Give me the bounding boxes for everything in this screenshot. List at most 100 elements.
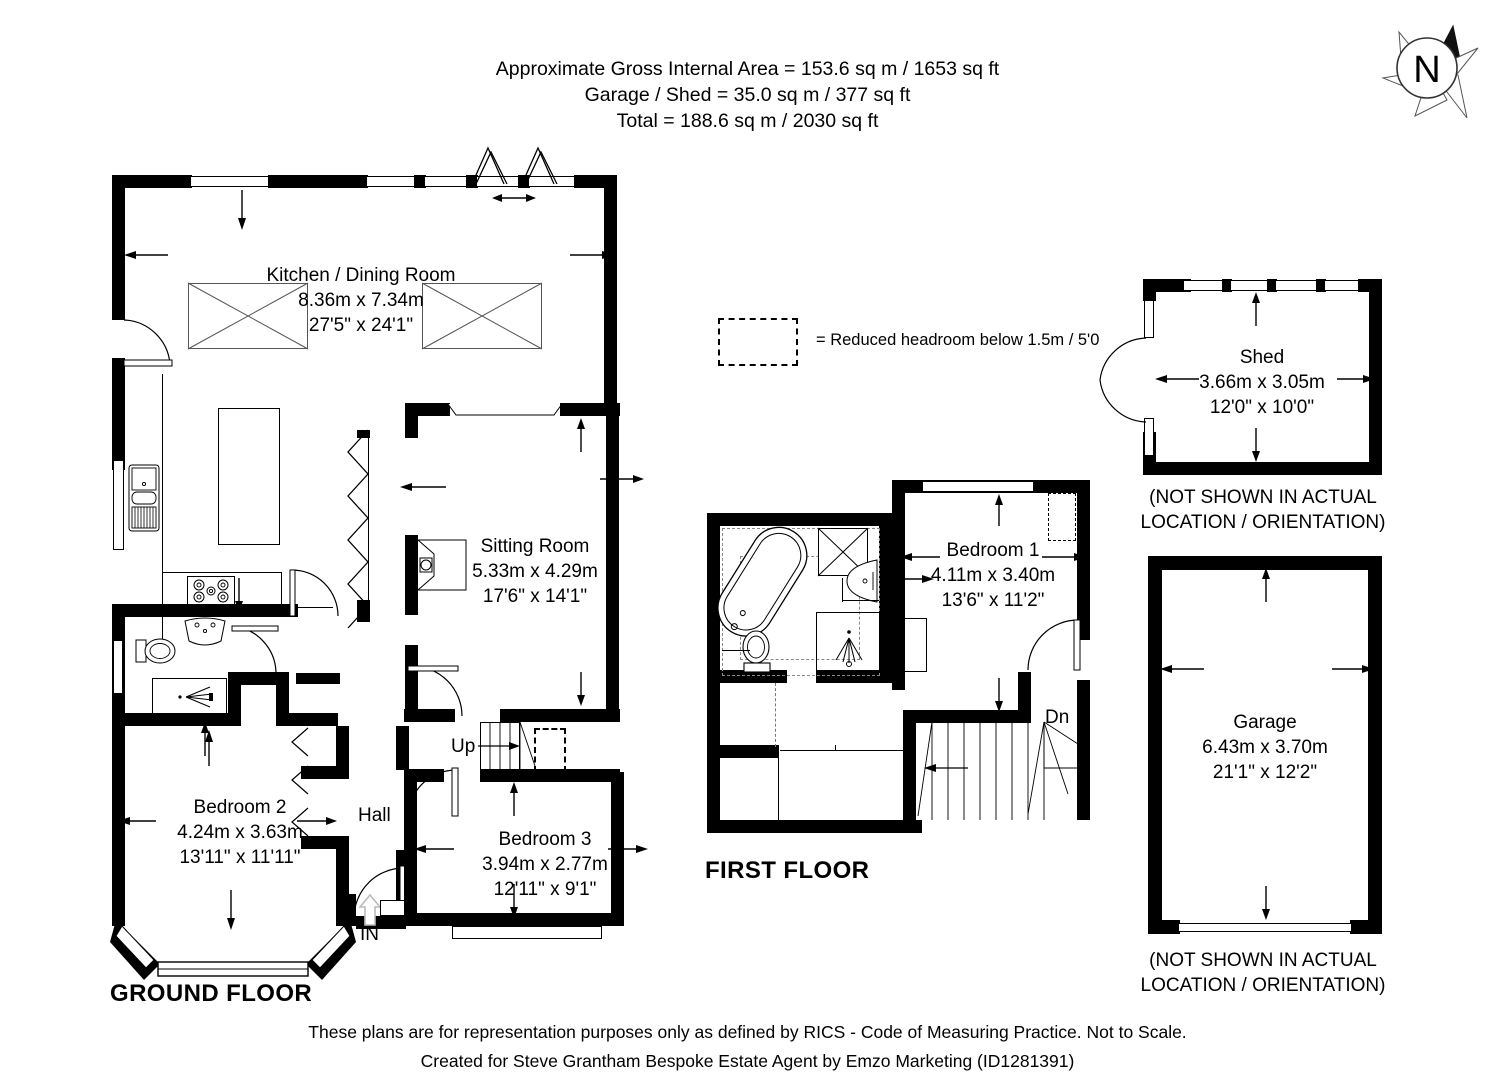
wall-kitchen-bottom bbox=[112, 604, 288, 617]
landing-divider-2 bbox=[835, 745, 836, 751]
wall-sitting-left-top bbox=[405, 403, 418, 438]
wall-kitchen-right bbox=[604, 175, 617, 405]
dim-arrow-bedroom2-right bbox=[297, 817, 337, 825]
kitchen-room-label: Kitchen / Dining Room 8.36m x 7.34m 27'5… bbox=[186, 263, 536, 338]
window-kitchen-top-3 bbox=[424, 176, 468, 187]
reduced-headroom-bedroom1 bbox=[1048, 493, 1076, 541]
wall-garage-bottom-right bbox=[1350, 920, 1382, 934]
window-bedroom1 bbox=[922, 481, 1034, 492]
shed-notice: (NOT SHOWN IN ACTUAL LOCATION / ORIENTAT… bbox=[1118, 485, 1408, 535]
landing-divider-dashed bbox=[775, 683, 776, 747]
wall-cupboard-right bbox=[276, 672, 289, 726]
wall-bedroom3-left bbox=[404, 772, 417, 926]
toilet-pipe bbox=[722, 650, 750, 651]
wall-bedroom2-corner bbox=[336, 894, 356, 926]
dim-arrow-shed-bottom bbox=[1252, 428, 1260, 462]
bedroom2-metric: 4.24m x 3.63m bbox=[177, 822, 303, 843]
window-shed-2 bbox=[1230, 280, 1270, 291]
sitting-metric: 5.33m x 4.29m bbox=[472, 561, 598, 582]
dim-arrow-bedroom2-top bbox=[205, 730, 213, 766]
footer-credit: Created for Steve Grantham Bespoke Estat… bbox=[420, 1051, 1075, 1071]
wall-wc-right bbox=[228, 672, 241, 726]
north-label: N bbox=[1413, 49, 1440, 91]
wall-garage-top bbox=[1148, 556, 1382, 570]
north-arrow-icon: N bbox=[1381, 24, 1479, 119]
toilet-ff-icon bbox=[742, 630, 771, 673]
landing-divider-1 bbox=[778, 756, 779, 820]
dim-arrow-kitchen-right bbox=[570, 251, 614, 259]
reduced-headroom-box-groundfloor bbox=[534, 728, 566, 772]
wall-garage-bottom-left bbox=[1148, 920, 1180, 934]
wall-chimney-breast bbox=[405, 545, 418, 585]
counter-edge-run bbox=[281, 607, 333, 608]
dim-arrow-bedroom3-top bbox=[510, 782, 518, 816]
kitchen-metric: 8.36m x 7.34m bbox=[298, 290, 424, 311]
vanity-edge bbox=[843, 600, 879, 601]
counter-edge-bottom bbox=[162, 572, 282, 573]
window-shed-1 bbox=[1183, 280, 1225, 291]
bedroom2-imperial: 13'11" x 11'11" bbox=[179, 847, 301, 868]
dim-arrow-kitchen-top bbox=[238, 190, 246, 230]
bay-window-bedroom2 bbox=[110, 920, 356, 980]
bedroom1-imperial: 13'6" x 11'2" bbox=[941, 590, 1045, 611]
hall-label: Hall bbox=[358, 805, 391, 826]
sink-icon bbox=[128, 464, 160, 532]
wall-bedroom1-left bbox=[892, 480, 905, 690]
shed-imperial: 12'0" x 10'0" bbox=[1209, 397, 1315, 418]
garage-shed-area-line: Garage / Shed = 35.0 sq m / 377 sq ft bbox=[584, 84, 911, 106]
garage-notice-line2: LOCATION / ORIENTATION) bbox=[1140, 975, 1386, 996]
dim-arrow-bedroom1-left bbox=[900, 553, 940, 561]
dim-arrow-sitting-left bbox=[400, 483, 446, 491]
rooflight-right bbox=[421, 282, 543, 350]
dim-arrow-sitting-top bbox=[577, 418, 585, 452]
wall-bedroom3-top-left bbox=[404, 769, 444, 782]
internal-bifold-icon bbox=[347, 429, 369, 629]
dim-arrow-garage-left bbox=[1160, 665, 1204, 673]
shower-tray-ff bbox=[816, 612, 880, 672]
washbasin-ff-icon bbox=[846, 559, 878, 603]
window-sitting-top bbox=[447, 403, 563, 416]
wall-bedroom3-bottom bbox=[404, 913, 624, 926]
wall-sitting-bottom-right bbox=[500, 709, 620, 722]
wall-sitting-right bbox=[606, 403, 619, 721]
wall-bedroom2-right-bottom bbox=[336, 849, 349, 895]
dim-arrow-sitting-bottom bbox=[577, 672, 585, 706]
wall-garage-right bbox=[1368, 556, 1382, 934]
shed-notice-line2: LOCATION / ORIENTATION) bbox=[1140, 512, 1386, 533]
wall-shed-left-top bbox=[1143, 279, 1156, 301]
bedroom3-name: Bedroom 3 bbox=[498, 829, 592, 850]
dim-arrow-garage-right bbox=[1332, 665, 1374, 673]
kitchen-imperial: 27'5" x 24'1" bbox=[308, 315, 414, 336]
dim-arrow-sitting-right bbox=[600, 475, 644, 483]
wall-cupboard-bottom bbox=[276, 713, 338, 726]
wall-bathroom-bottom-right bbox=[816, 670, 892, 683]
garage-door bbox=[1178, 923, 1352, 932]
landing-floor-line bbox=[780, 750, 910, 751]
first-floor-label: FIRST FLOOR bbox=[705, 857, 870, 884]
garage-name: Garage bbox=[1233, 712, 1297, 733]
wall-bedroom1-right-top bbox=[1077, 480, 1090, 640]
door-swing-sitting-icon bbox=[407, 665, 463, 717]
window-kitchen-top-2 bbox=[366, 176, 416, 187]
entrance-arrow-icon bbox=[358, 893, 382, 926]
fireplace-icon bbox=[417, 539, 467, 591]
bedroom3-metric: 3.94m x 2.77m bbox=[482, 854, 608, 875]
wall-bedroom2-left bbox=[112, 726, 125, 926]
wall-bedroom2-nib-1 bbox=[301, 766, 349, 779]
stairs-down-treads-icon bbox=[917, 721, 1079, 820]
kitchen-name: Kitchen / Dining Room bbox=[266, 265, 456, 286]
wall-bedroom1-nib bbox=[1018, 672, 1031, 722]
stairs-up-arrow-icon bbox=[478, 742, 520, 750]
shed-door-leaf-bottom bbox=[1144, 418, 1154, 456]
wall-shed-right bbox=[1369, 279, 1382, 475]
dim-arrow-shed-left bbox=[1155, 375, 1199, 383]
wall-landing-top-left bbox=[707, 745, 779, 758]
wall-wc-bottom bbox=[112, 713, 230, 726]
door-swing-wc-icon bbox=[231, 625, 279, 673]
wall-kitchen-top-left bbox=[112, 175, 192, 188]
garage-notice: (NOT SHOWN IN ACTUAL LOCATION / ORIENTAT… bbox=[1118, 948, 1408, 998]
wall-shed-mullion-3 bbox=[1316, 279, 1326, 292]
wall-bedroom2-nib-2 bbox=[301, 836, 349, 849]
window-wc bbox=[113, 640, 123, 694]
door-swing-kitchen-side-icon bbox=[123, 319, 173, 367]
